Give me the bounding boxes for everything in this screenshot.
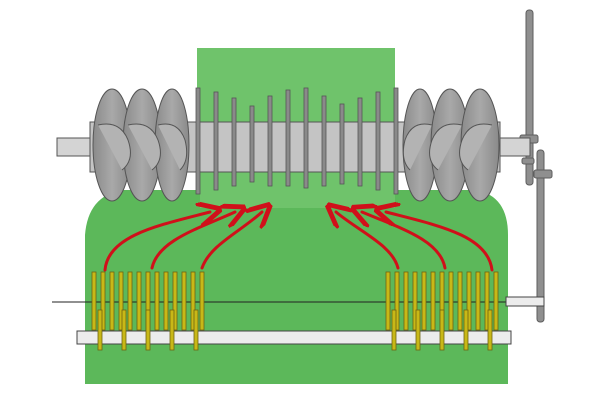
center-rod [249, 105, 255, 183]
tine [181, 271, 187, 331]
tine [172, 271, 178, 331]
center-rod [375, 91, 381, 191]
linkage-bracket-lower [533, 169, 553, 179]
center-rod [393, 87, 399, 195]
tine [199, 271, 205, 331]
control-linkage [519, 9, 553, 323]
flow-arrow-right-inner [336, 212, 400, 270]
tine [421, 271, 427, 331]
flow-arrow-left-middle [150, 212, 235, 270]
tine [127, 271, 133, 331]
tine-lower [145, 309, 151, 351]
tine [163, 271, 169, 331]
tine-lower [415, 309, 421, 351]
right-tine-group [385, 271, 499, 351]
flow-arrow-left-outer [103, 212, 210, 272]
center-rod [303, 87, 309, 189]
tine [457, 271, 463, 331]
center-rod [267, 95, 273, 187]
tine-lower [487, 309, 493, 351]
tine [190, 271, 196, 331]
tine [475, 271, 481, 331]
center-rod [231, 97, 237, 187]
flow-arrow-right-outer [386, 212, 494, 272]
center-rods [195, 87, 399, 195]
tine-lower [391, 309, 397, 351]
center-rod [213, 91, 219, 191]
right-flight-twist-1 [402, 123, 433, 171]
tine [91, 271, 97, 331]
tine-lower [121, 309, 127, 351]
right-flight-twist-2 [429, 123, 463, 171]
tine-bar [76, 330, 512, 345]
tine [136, 271, 142, 331]
left-auger-flights [92, 88, 190, 202]
center-rod [321, 95, 327, 187]
tine [109, 271, 115, 331]
center-rod [357, 97, 363, 187]
tine [403, 271, 409, 331]
tine [448, 271, 454, 331]
right-auger-flights [402, 88, 500, 202]
tine [118, 271, 124, 331]
tine [493, 271, 499, 331]
flow-arrows [103, 212, 494, 272]
tine-lower [97, 309, 103, 351]
tine [394, 271, 400, 331]
left-flight-twist-3 [157, 123, 188, 171]
tine-bar-right-stub [505, 296, 545, 307]
tine-lower [439, 309, 445, 351]
tine [385, 271, 391, 331]
right-flight-twist-3 [459, 123, 493, 171]
tine [100, 271, 106, 331]
left-tine-group [91, 271, 205, 351]
linkage-bracket-mid [521, 157, 535, 165]
tine [412, 271, 418, 331]
tine-lower [169, 309, 175, 351]
center-rod [339, 103, 345, 185]
linkage-lower-rod [536, 149, 545, 323]
center-rod [285, 89, 291, 187]
tine-lower [193, 309, 199, 351]
left-flight-twist-1 [97, 123, 131, 171]
center-rod [195, 87, 201, 195]
tine [430, 271, 436, 331]
left-flight-twist-2 [127, 123, 161, 171]
tine [484, 271, 490, 331]
tine [466, 271, 472, 331]
tine [154, 271, 160, 331]
tine-lower [463, 309, 469, 351]
flow-arrow-left-inner [200, 212, 262, 270]
